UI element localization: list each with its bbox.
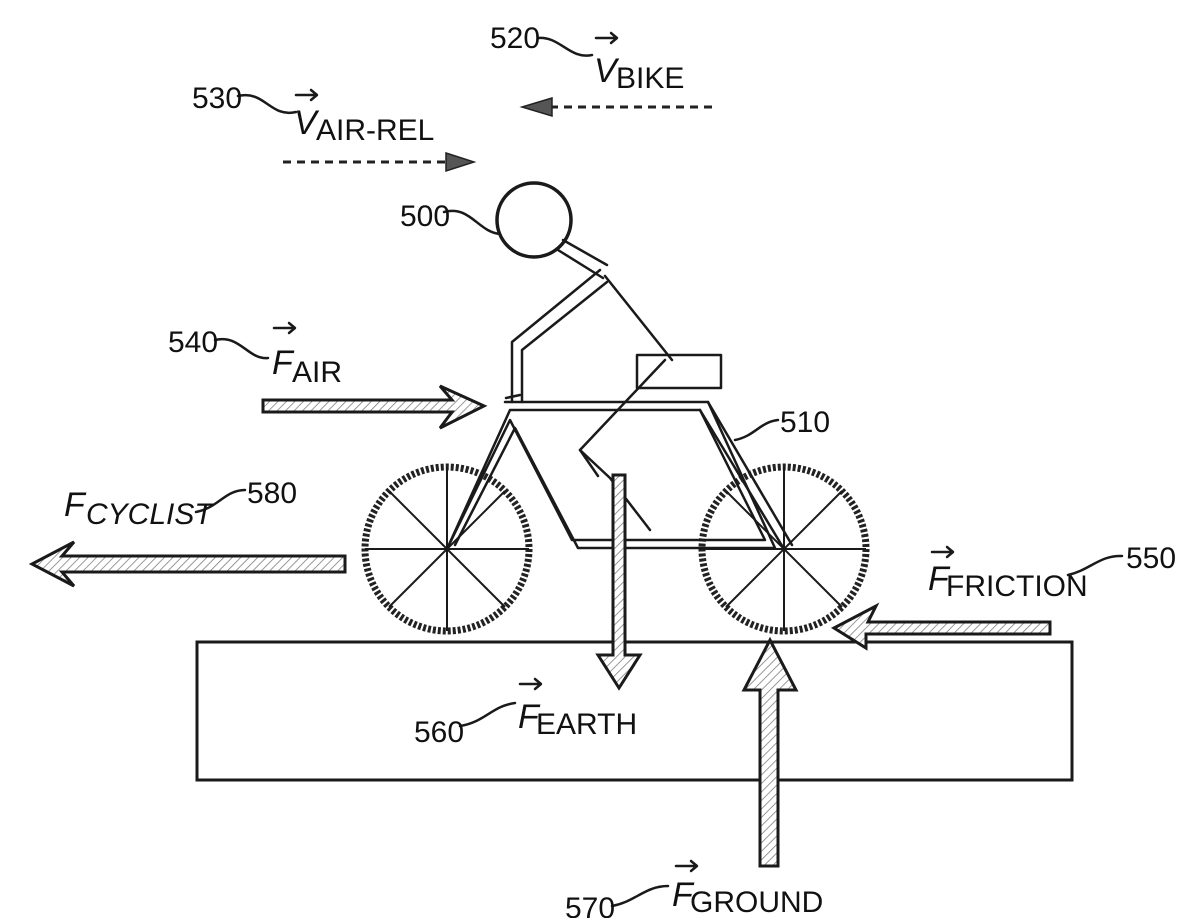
label-f-cyclist: F CYCLIST [64, 486, 215, 531]
leader-lines [194, 36, 1124, 908]
label-f-friction: F FRICTION [928, 560, 1088, 603]
ref-570: 570 [565, 892, 615, 918]
f-friction-symbol: F [928, 560, 951, 598]
ref-510: 510 [780, 406, 830, 439]
ref-520: 520 [490, 22, 540, 55]
f-air-subscript: AIR [292, 356, 342, 389]
cyclist-figure [495, 181, 674, 532]
f-ground-subscript: GROUND [690, 886, 823, 918]
ref-560: 560 [414, 716, 464, 749]
v-bike-symbol: V [594, 52, 620, 90]
v-air-rel-arrow [283, 151, 477, 173]
ref-550: 550 [1126, 542, 1176, 575]
label-v-air-rel: V AIR-REL [294, 104, 434, 147]
f-friction-subscript: FRICTION [946, 570, 1088, 603]
ref-530: 530 [192, 82, 242, 115]
f-ground-symbol: F [672, 876, 695, 914]
bicycle-seat [635, 353, 723, 390]
f-cyclist-arrow [28, 540, 347, 588]
ref-580: 580 [247, 477, 297, 510]
f-cyclist-subscript: CYCLIST [86, 498, 215, 531]
f-cyclist-symbol: F [64, 486, 87, 524]
f-air-symbol: F [272, 344, 295, 382]
label-f-earth: F EARTH [518, 698, 637, 741]
ref-540: 540 [168, 326, 218, 359]
f-ground-arrow [741, 636, 799, 868]
label-f-air: F AIR [272, 344, 342, 389]
v-air-rel-subscript: AIR-REL [316, 114, 434, 147]
f-air-arrow [261, 384, 488, 430]
v-bike-arrow [519, 96, 715, 118]
f-earth-subscript: EARTH [536, 708, 637, 741]
vector-overlines [272, 31, 955, 873]
cyclist-head [495, 181, 573, 259]
bicycle-frame [445, 400, 794, 551]
v-air-rel-symbol: V [294, 104, 320, 142]
label-v-bike: V BIKE [594, 52, 684, 95]
f-earth-symbol: F [518, 698, 541, 736]
v-bike-subscript: BIKE [616, 62, 684, 95]
f-earth-arrow [595, 473, 643, 691]
ref-500: 500 [400, 200, 450, 233]
label-f-ground: F GROUND [672, 876, 823, 918]
f-friction-arrow [830, 602, 1052, 651]
